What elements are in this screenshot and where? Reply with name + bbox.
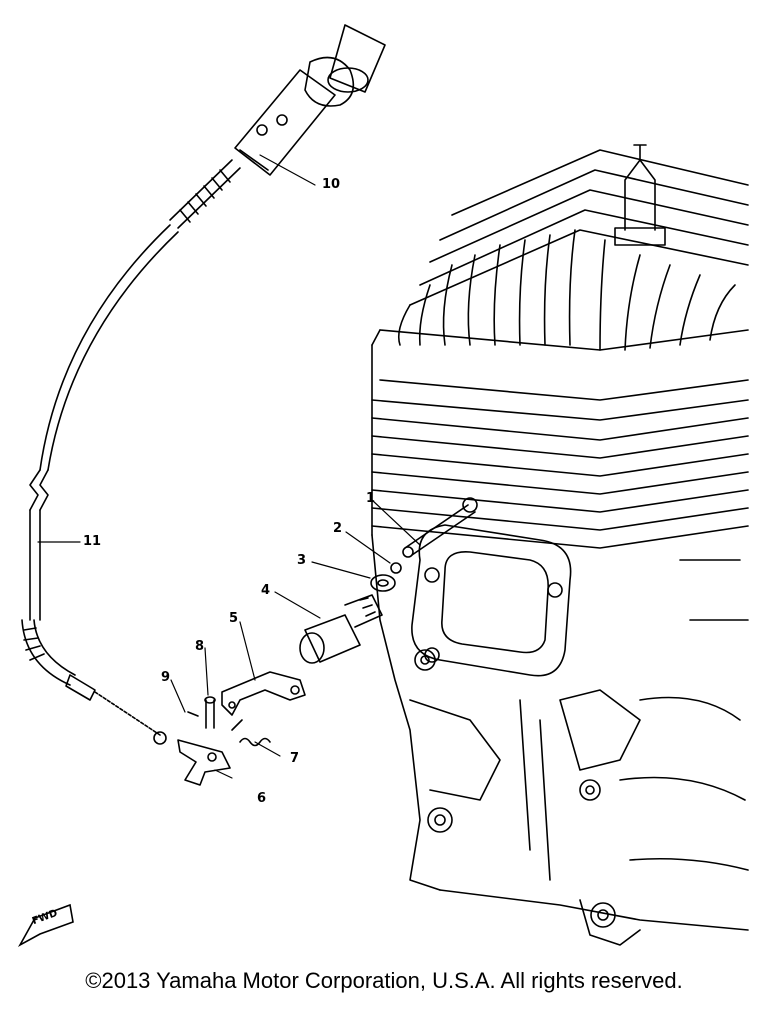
callout-4: 4 xyxy=(261,583,271,598)
callout-1: 1 xyxy=(366,491,376,506)
leader-lines xyxy=(37,154,421,779)
callout-10: 10 xyxy=(322,177,341,192)
engine-cylinder-head xyxy=(371,144,749,677)
exploded-parts-diagram xyxy=(17,24,749,948)
callout-11: 11 xyxy=(83,534,102,549)
callout-9: 9 xyxy=(161,670,171,685)
callout-8: 8 xyxy=(195,639,205,654)
copyright-notice: ©2013 Yamaha Motor Corporation, U.S.A. A… xyxy=(85,968,683,993)
fwd-arrow-icon xyxy=(17,903,74,948)
callout-6: 6 xyxy=(257,791,267,806)
callout-2: 2 xyxy=(333,521,343,536)
engine-crankcase xyxy=(371,534,749,946)
callout-5: 5 xyxy=(229,611,239,626)
choke-cable-assembly xyxy=(21,24,386,745)
callout-7: 7 xyxy=(290,751,300,766)
choke-plunger-parts xyxy=(177,497,478,786)
callout-3: 3 xyxy=(297,553,307,568)
